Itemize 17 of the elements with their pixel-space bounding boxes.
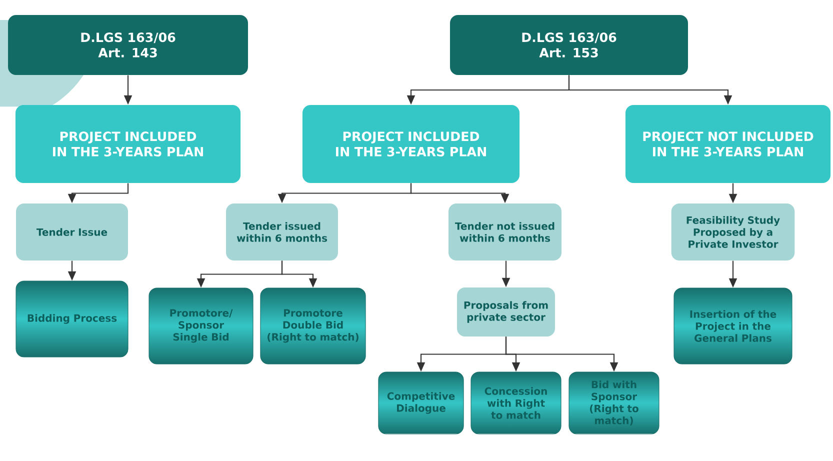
outcome-box: Competitive Dialogue [378, 372, 464, 434]
step-box: Feasibility Study Proposed by a Private Investor [671, 203, 795, 261]
step-box: Tender Issue [16, 203, 128, 261]
step-box: Tender not issued within 6 months [448, 203, 562, 261]
outcome-box: Promotore/ Sponsor Single Bid [148, 288, 254, 364]
outcome-box: Bid with Sponsor (Right to match) [568, 372, 660, 434]
project-box: PROJECT INCLUDED IN THE 3-YEARS PLAN [15, 105, 241, 183]
project-box: PROJECT NOT INCLUDED IN THE 3-YEARS PLAN [625, 105, 831, 183]
project-box: PROJECT INCLUDED IN THE 3-YEARS PLAN [302, 105, 520, 183]
outcome-box: Concession with Right to match [470, 372, 562, 434]
outcome-box: Bidding Process [16, 280, 128, 358]
law-box: D.LGS 163/06 Art. 153 [450, 15, 688, 75]
step-box: Proposals from private sector [457, 287, 555, 337]
outcome-box: Promotore Double Bid (Right to match) [260, 288, 366, 364]
outcome-box: Insertion of the Project in the General Plans [674, 288, 792, 364]
law-box: D.LGS 163/06 Art. 143 [8, 15, 248, 75]
step-box: Tender issued within 6 months [226, 203, 338, 261]
